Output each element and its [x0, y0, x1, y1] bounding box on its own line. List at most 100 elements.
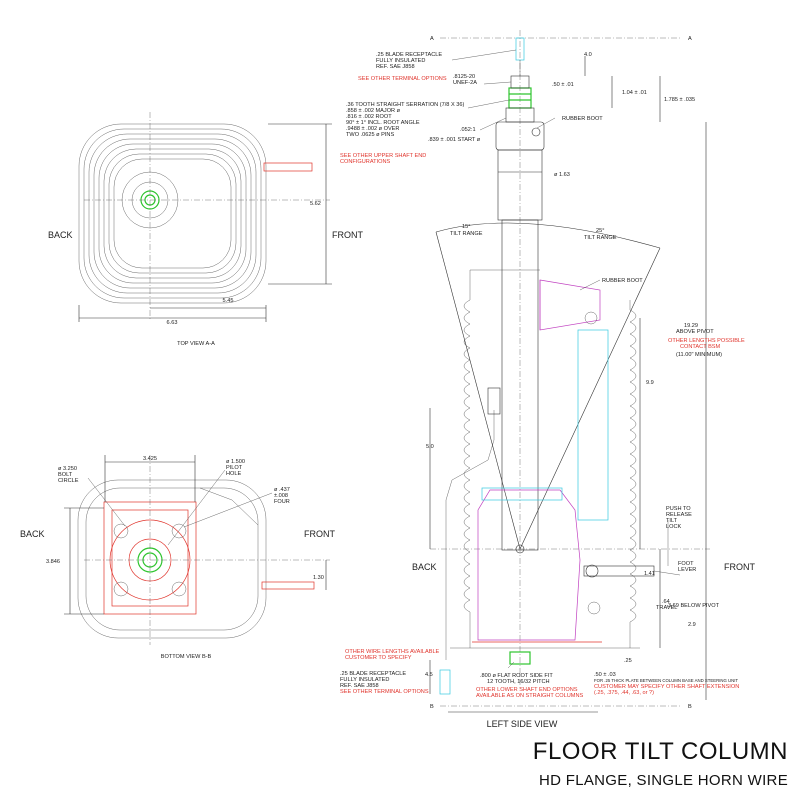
dim-369: 3.69 BELOW PIVOT	[668, 603, 720, 609]
boot-left	[463, 270, 471, 648]
travel-note: .64 TRAVEL	[656, 599, 677, 611]
bottom-view-pilot-hole-label: ø 1.500 PILOT HOLE	[226, 459, 247, 477]
lower-shaft-note: OTHER LOWER SHAFT END OPTIONS AVAILABLE …	[476, 687, 584, 699]
bottom-view-bolt-hole	[171, 581, 187, 597]
tilt-arc	[435, 222, 661, 249]
bottom-view-caption: BOTTOM VIEW B-B	[161, 654, 212, 660]
top-view-dim-height: 5.62	[310, 201, 321, 207]
leader	[653, 570, 681, 576]
bottom-view-bolt-hole	[171, 523, 187, 539]
start-dia-note: .839 ± .001 START ø	[428, 137, 481, 143]
side-view-front-label: FRONT	[724, 562, 755, 572]
bottom-view-flange-edge	[199, 487, 259, 526]
bottom-view-bolt-hole	[113, 523, 129, 539]
lower-pivot	[587, 601, 601, 615]
lever-hub	[585, 564, 599, 578]
top-view-outline-7	[108, 153, 237, 274]
spline-note: .800 ø FLAT ROOT SIDE FIT 12 TOOTH, 16/3…	[480, 673, 554, 685]
upper-shaft-note: SEE OTHER UPPER SHAFT END CONFIGURATIONS	[340, 153, 428, 165]
dia-163: ø 1.63	[554, 172, 570, 178]
wire-clip	[487, 387, 501, 415]
dim-1785: 1.785 ± .035	[664, 97, 695, 103]
leader	[483, 81, 512, 85]
top-view-outline-8	[113, 158, 232, 269]
top-view-outline-5	[98, 143, 247, 284]
leader	[467, 99, 510, 109]
lower-receptacle-note: .25 BLADE RECEPTACLE FULLY INSULATED REF…	[340, 671, 408, 689]
dim-141: 1.41	[644, 571, 655, 577]
drawing-subtitle: HD FLANGE, SINGLE HORN WIRE	[539, 772, 788, 789]
top-view: 6.63 5.45 5.62 BACK FRONT TOP VIEW A-A	[48, 112, 363, 347]
lower-terminal-note: SEE OTHER TERMINAL OPTIONS	[340, 689, 429, 695]
top-view-outline-2	[83, 128, 262, 299]
bottom-view-front-label: FRONT	[304, 529, 335, 539]
rubber-boot-label-2: RUBBER BOOT	[602, 278, 643, 284]
section-b-right: B	[688, 704, 692, 710]
bottom-view-leader	[87, 477, 126, 527]
bottom-view-dim-3846: 3.846	[46, 559, 60, 565]
tilt-left-label: 15° TILT RANGE	[450, 224, 483, 237]
top-view-outline-3	[88, 133, 257, 294]
dim-25: .25	[624, 658, 632, 664]
length-min-note: (11.00" MINIMUM)	[676, 352, 722, 358]
top-view-back-label: BACK	[48, 230, 73, 240]
base-cap	[481, 487, 563, 501]
bottom-view-outline-outer	[77, 479, 267, 639]
column-tube	[501, 219, 539, 551]
dim-45: 4.5	[425, 672, 433, 678]
dim-1929: 19.29 ABOVE PIVOT	[676, 323, 714, 335]
bottom-view-back-label: BACK	[20, 529, 45, 539]
dim-40: 4.0	[584, 52, 592, 58]
section-b-left: B	[430, 704, 434, 710]
top-view-dim-inner: 5.45	[223, 298, 234, 304]
dim-29: 2.9	[688, 622, 696, 628]
top-view-front-label: FRONT	[332, 230, 363, 240]
bottom-view-leader	[183, 492, 273, 528]
plate-note: .50 ± .03 FOR .25 THICK PLATE BETWEEN CO…	[594, 672, 738, 683]
top-view-outline-1	[78, 123, 267, 304]
leader	[507, 661, 515, 669]
wire-note: OTHER WIRE LENGTHS AVAILABLE CUSTOMER TO…	[345, 649, 441, 661]
top-view-outline-4	[93, 138, 252, 289]
leader	[451, 49, 517, 61]
bottom-view-holes-label: ø .437 ±.008 FOUR	[274, 487, 291, 505]
tilt-line-front	[519, 247, 661, 550]
side-view-caption: LEFT SIDE VIEW	[487, 719, 558, 729]
section-a-right: A	[688, 36, 692, 42]
lower-terminal	[439, 669, 451, 695]
lower-spline	[509, 651, 531, 665]
bottom-view-lever	[261, 581, 315, 590]
top-view-caption: TOP VIEW A-A	[177, 341, 215, 347]
bottom-view-leader	[167, 469, 226, 546]
set-screw	[531, 127, 541, 137]
foot-lever-label: FOOT LEVER	[678, 561, 696, 573]
top-view-lever	[263, 162, 313, 172]
dim-50: .50 ± .01	[552, 82, 574, 88]
horn-wire	[445, 410, 495, 660]
top-view-outline-6	[103, 148, 242, 279]
taper-note: .052:1	[460, 127, 476, 133]
thread-note: .8125-20 UNEF-2A	[453, 74, 477, 86]
bottom-view-bolt-circle-label: ø 3.250 BOLT CIRCLE	[58, 466, 79, 484]
bottom-view: 3.425 3.846 1.30 ø 3.250 BOLT CIRCLE ø 1…	[20, 455, 335, 660]
leader	[579, 279, 601, 291]
gas-spring	[577, 329, 609, 521]
dim-99: 9.9	[646, 380, 654, 386]
leader	[479, 117, 507, 131]
upper-pivot	[584, 311, 598, 325]
extension-note: CUSTOMER MAY SPECIFY OTHER SHAFT EXTENSI…	[594, 684, 741, 696]
leader	[536, 117, 556, 129]
tilt-right-label: 25° TILT RANGE	[584, 228, 617, 241]
release-note: PUSH TO RELEASE TILT LOCK	[666, 506, 693, 530]
tilt-line-back	[435, 231, 521, 550]
top-view-dim-width: 6.63	[167, 320, 178, 326]
drawing-title: FLOOR TILT COLUMN	[532, 738, 788, 765]
tilt-bracket	[539, 279, 601, 331]
column-base	[477, 489, 581, 641]
dim-50b: 5.0	[426, 444, 434, 450]
bottom-view-bolt-hole	[113, 581, 129, 597]
boot-right	[629, 300, 637, 648]
dim-104: 1.04 ± .01	[622, 90, 647, 96]
bottom-view-dim-3425: 3.425	[143, 456, 157, 462]
